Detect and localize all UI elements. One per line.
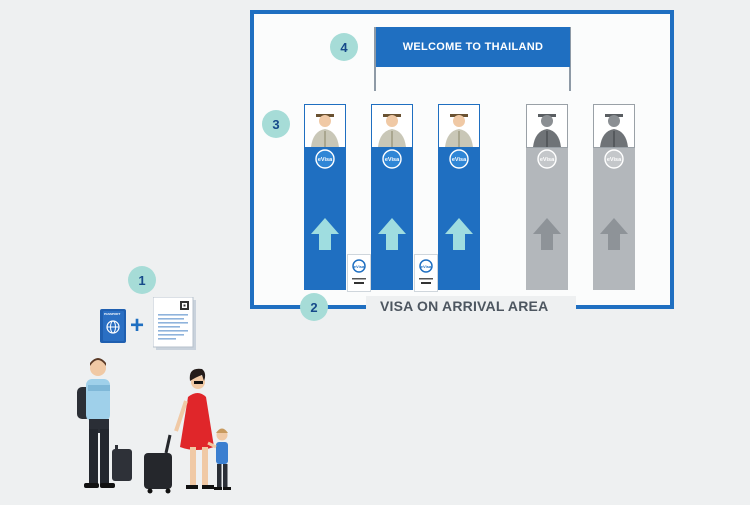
officer-icon	[378, 114, 406, 147]
sign-post-left	[374, 27, 376, 91]
step-badge-4: 4	[330, 33, 358, 61]
plus-sign: +	[130, 312, 145, 339]
traveler-family-illustration	[70, 355, 240, 500]
label-backdrop	[366, 296, 576, 316]
counter-desk: eVisa	[593, 148, 635, 290]
officer-window	[304, 104, 346, 148]
svg-text:eVisa: eVisa	[607, 157, 622, 163]
passport-icon	[100, 309, 126, 343]
visa-on-arrival-area-label: VISA ON ARRIVAL AREA	[380, 298, 549, 314]
officer-icon	[311, 114, 339, 147]
evisa-logo-icon: eVisa	[604, 149, 624, 169]
step-badge-1: 1	[128, 266, 156, 294]
up-arrow-icon	[311, 218, 339, 250]
child-figure	[207, 428, 231, 490]
immigration-counter-2: eVisa	[371, 104, 413, 290]
up-arrow-icon	[378, 218, 406, 250]
counter-desk: eVisa	[438, 148, 480, 290]
svg-text:eVisa: eVisa	[452, 157, 467, 163]
svg-text:eVisa: eVisa	[318, 157, 333, 163]
evisa-logo-icon: eVisa	[382, 149, 402, 169]
man-figure	[77, 358, 132, 488]
visa-on-arrival-sign: eVisa	[347, 254, 371, 292]
immigration-counter-5: eVisa	[593, 104, 635, 290]
step-badge-2: 2	[300, 293, 328, 321]
officer-icon	[533, 114, 561, 147]
up-arrow-icon	[533, 218, 561, 250]
up-arrow-icon	[445, 218, 473, 250]
visa-on-arrival-sign: eVisa	[414, 254, 438, 292]
sign-post-right	[569, 27, 571, 91]
officer-window	[593, 104, 635, 148]
evisa-logo-icon: eVisa	[537, 149, 557, 169]
welcome-sign: WELCOME TO THAILAND	[376, 27, 570, 67]
form-icon	[152, 296, 197, 351]
passport-label: PASSPORT	[104, 312, 121, 316]
svg-text:eVisa: eVisa	[540, 157, 555, 163]
woman-figure	[144, 368, 214, 494]
officer-window	[526, 104, 568, 148]
immigration-counter-3: eVisa	[438, 104, 480, 290]
officer-icon	[445, 114, 473, 147]
immigration-counter-1: eVisa	[304, 104, 346, 290]
svg-text:eVisa: eVisa	[421, 264, 432, 269]
counter-desk: eVisa	[371, 148, 413, 290]
counter-desk: eVisa	[304, 148, 346, 290]
svg-text:eVisa: eVisa	[354, 264, 365, 269]
svg-text:eVisa: eVisa	[385, 157, 400, 163]
immigration-counter-4: eVisa	[526, 104, 568, 290]
counter-desk: eVisa	[526, 148, 568, 290]
officer-window	[371, 104, 413, 148]
officer-window	[438, 104, 480, 148]
officer-icon	[600, 114, 628, 147]
evisa-logo-icon: eVisa	[449, 149, 469, 169]
step-badge-3: 3	[262, 110, 290, 138]
up-arrow-icon	[600, 218, 628, 250]
evisa-logo-icon: eVisa	[315, 149, 335, 169]
